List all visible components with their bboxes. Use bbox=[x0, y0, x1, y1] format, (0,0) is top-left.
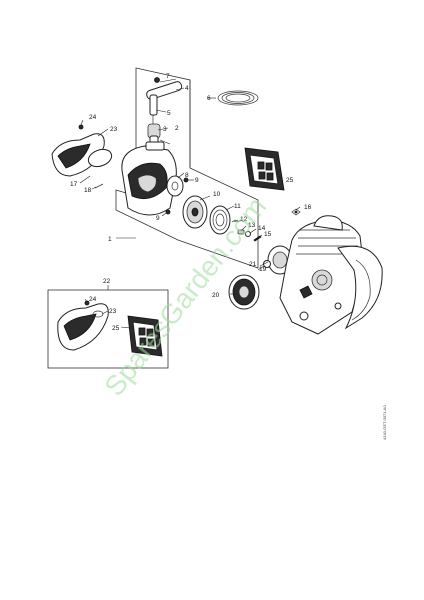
label-12: 12 bbox=[240, 216, 248, 223]
label-9b: 9 bbox=[156, 215, 160, 222]
label-9a: 9 bbox=[195, 177, 199, 184]
pawl-13 bbox=[237, 229, 245, 235]
label-1: 1 bbox=[108, 236, 112, 243]
label-23a: 23 bbox=[110, 126, 118, 133]
rope-rotor bbox=[182, 195, 208, 229]
label-3: 3 bbox=[163, 126, 167, 133]
label-15: 15 bbox=[264, 231, 272, 238]
washer bbox=[166, 175, 184, 197]
label-7: 7 bbox=[166, 73, 170, 80]
rewind-spring bbox=[209, 205, 231, 235]
air-filter-kit bbox=[127, 315, 163, 357]
label-20: 20 bbox=[212, 292, 220, 299]
label-24b: 24 bbox=[89, 296, 97, 303]
label-25b: 25 bbox=[112, 325, 120, 332]
shroud-kit bbox=[57, 300, 109, 351]
washer-14 bbox=[245, 231, 251, 237]
label-13: 13 bbox=[248, 222, 256, 229]
label-2: 2 bbox=[175, 125, 179, 132]
leader-lines bbox=[79, 78, 301, 329]
label-5: 5 bbox=[167, 110, 171, 117]
rope-guide bbox=[147, 123, 161, 145]
label-18: 18 bbox=[84, 187, 92, 194]
part-labels: 7 4 5 3 2 6 8 9 9 10 11 12 13 14 15 16 2… bbox=[70, 73, 312, 332]
label-23b: 23 bbox=[109, 308, 117, 315]
shroud-upper bbox=[51, 124, 113, 189]
starter-handle bbox=[146, 77, 183, 128]
label-8: 8 bbox=[185, 172, 189, 179]
drawing-code: 4140-GET-0071-A0 bbox=[382, 405, 387, 440]
starter-rope-coil bbox=[217, 90, 259, 106]
fan-housing bbox=[121, 141, 177, 216]
spring-clip bbox=[291, 208, 301, 216]
label-19: 19 bbox=[259, 266, 267, 273]
label-17: 17 bbox=[70, 181, 78, 188]
engine-block bbox=[279, 215, 383, 335]
label-21: 21 bbox=[249, 261, 257, 268]
label-24a: 24 bbox=[89, 114, 97, 121]
label-22: 22 bbox=[103, 278, 111, 285]
label-11: 11 bbox=[234, 203, 241, 210]
label-6: 6 bbox=[207, 95, 211, 102]
label-14: 14 bbox=[258, 225, 266, 232]
label-4: 4 bbox=[185, 85, 189, 92]
flywheel bbox=[228, 274, 260, 310]
label-16: 16 bbox=[304, 204, 312, 211]
spring-12 bbox=[231, 219, 245, 223]
label-10: 10 bbox=[213, 191, 221, 198]
screw-9b bbox=[165, 209, 171, 215]
label-25a: 25 bbox=[286, 177, 294, 184]
air-filter-main bbox=[244, 147, 285, 191]
